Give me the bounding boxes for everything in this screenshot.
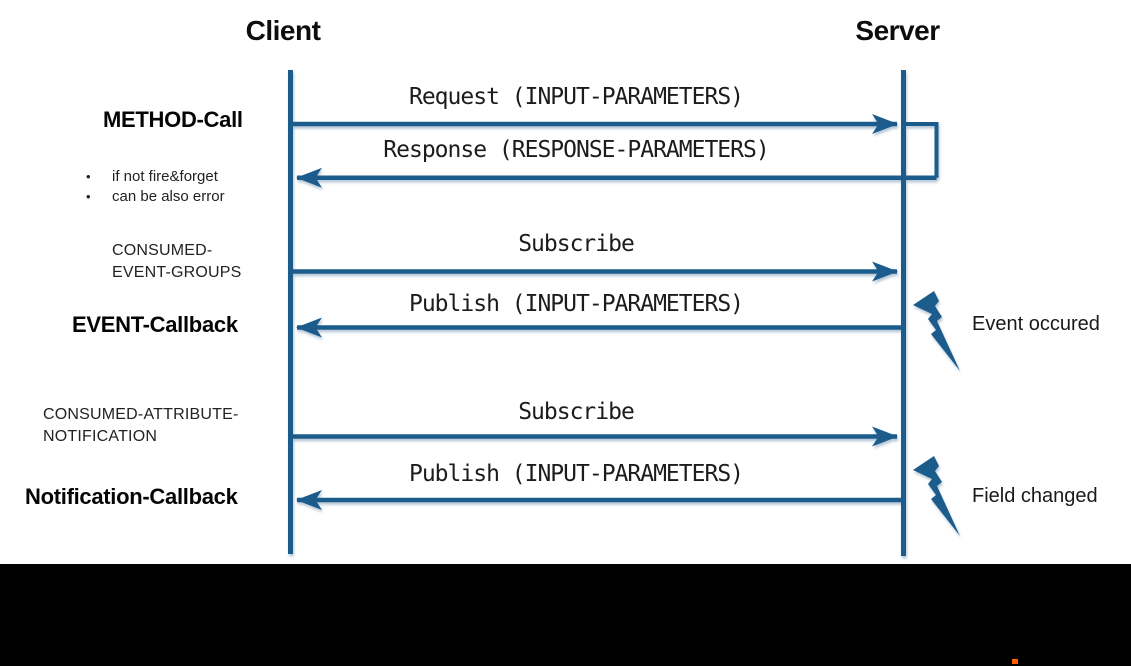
event-callback-label: EVENT-Callback bbox=[72, 312, 238, 337]
message-label-subscribe-2: Subscribe bbox=[518, 399, 635, 425]
client-lifeline-title: Client bbox=[245, 15, 321, 46]
consumed-attribute-line1: CONSUMED-ATTRIBUTE- bbox=[43, 406, 239, 423]
message-label-request: Request (INPUT-PARAMETERS) bbox=[408, 84, 744, 110]
notification-callback-label: Notification-Callback bbox=[25, 484, 238, 509]
lightning-bolt-icon-1 bbox=[913, 291, 960, 371]
bullet-text-1: if not fire&forget bbox=[112, 168, 218, 185]
server-lifeline-title: Server bbox=[855, 15, 940, 46]
message-label-response: Response (RESPONSE-PARAMETERS) bbox=[383, 137, 769, 163]
footer-bar bbox=[0, 564, 1131, 666]
method-call-label: METHOD-Call bbox=[103, 107, 243, 132]
footer-accent-square bbox=[1012, 659, 1018, 664]
bullet-icon: • bbox=[86, 189, 91, 204]
consumed-event-groups-line2: EVENT-GROUPS bbox=[112, 264, 242, 281]
consumed-attribute-notification-label: CONSUMED-ATTRIBUTE- NOTIFICATION bbox=[43, 404, 239, 448]
message-label-publish-2: Publish (INPUT-PARAMETERS) bbox=[408, 461, 744, 487]
consumed-attribute-line2: NOTIFICATION bbox=[43, 428, 158, 445]
consumed-event-groups-label: CONSUMED- EVENT-GROUPS bbox=[112, 240, 242, 284]
event-occured-note: Event occured bbox=[972, 313, 1100, 335]
message-label-publish-1: Publish (INPUT-PARAMETERS) bbox=[408, 291, 744, 317]
consumed-event-groups-line1: CONSUMED- bbox=[112, 242, 213, 259]
bullet-item-2: • can be also error bbox=[86, 187, 225, 207]
field-changed-note: Field changed bbox=[972, 485, 1098, 507]
lightning-bolt-icon-2 bbox=[913, 456, 960, 536]
message-label-subscribe-1: Subscribe bbox=[518, 231, 635, 257]
bullet-text-2: can be also error bbox=[112, 188, 225, 205]
method-call-notes: • if not fire&forget • can be also error bbox=[86, 167, 225, 207]
bullet-icon: • bbox=[86, 169, 91, 184]
bullet-item-1: • if not fire&forget bbox=[86, 167, 225, 187]
server-activation-bracket bbox=[905, 122, 939, 178]
